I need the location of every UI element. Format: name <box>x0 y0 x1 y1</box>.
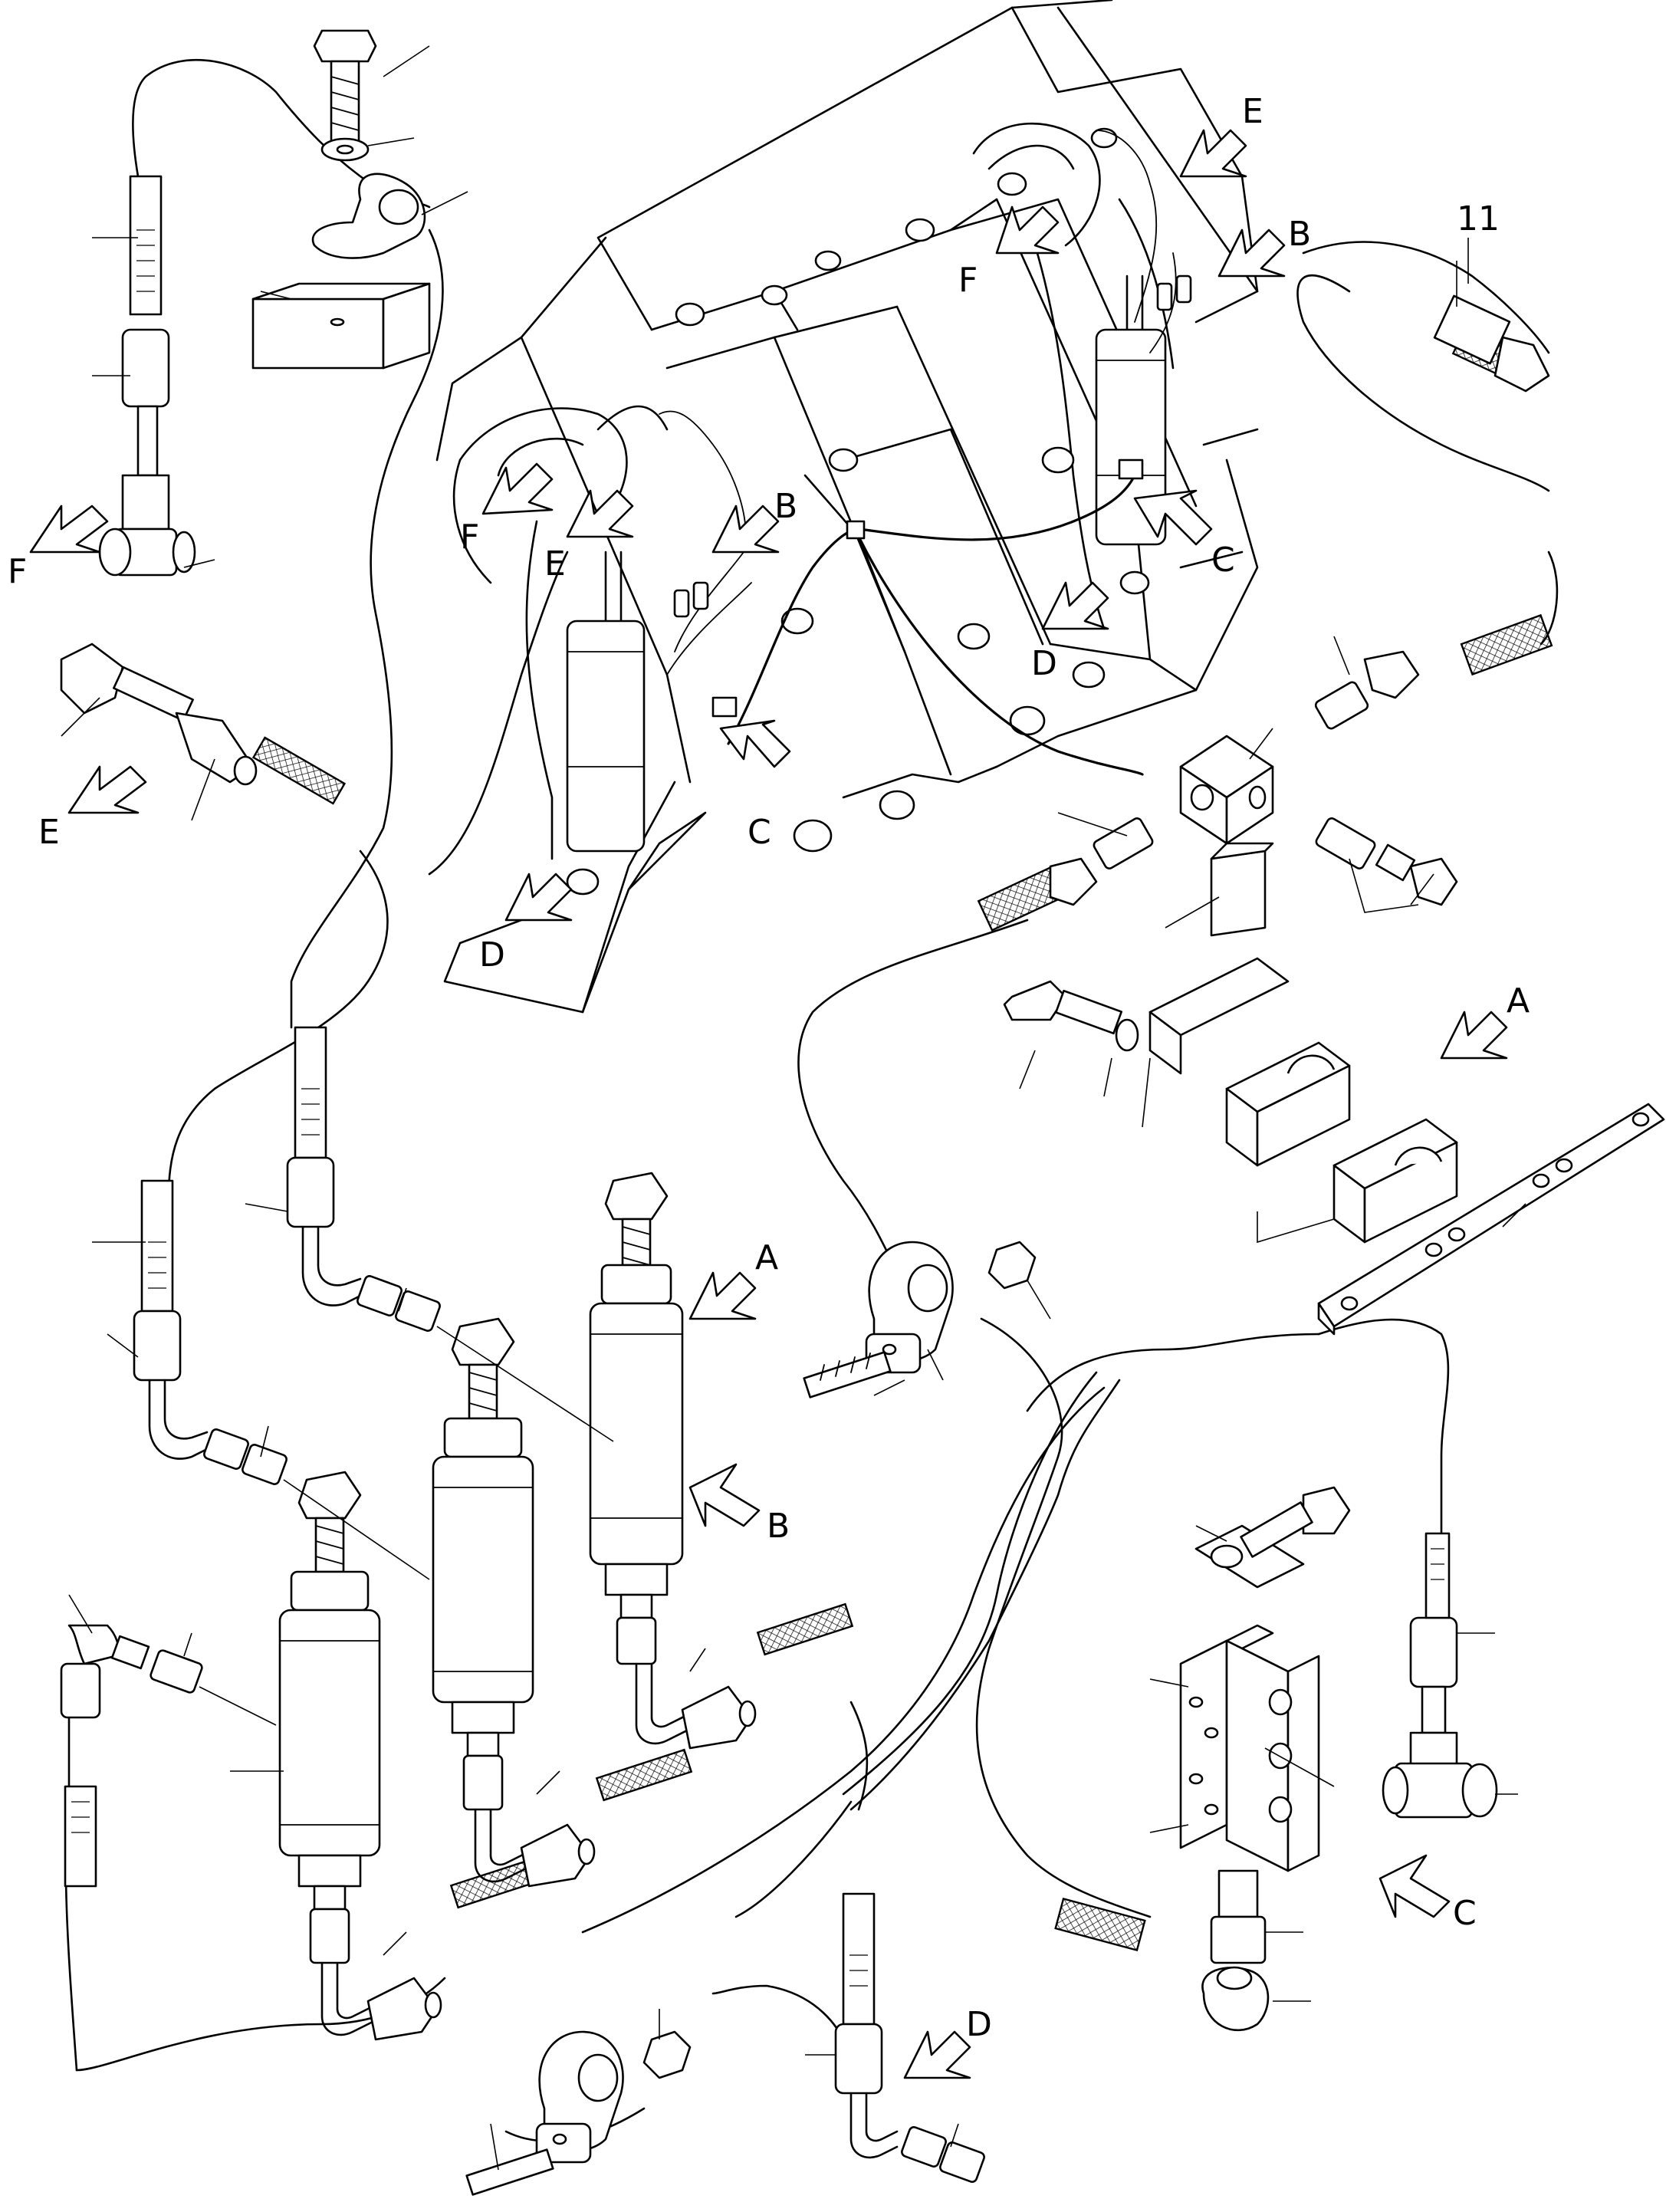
arrow-c-frame <box>719 719 791 768</box>
elbow-fitting-d <box>805 1892 985 2183</box>
arrow-f-right <box>995 205 1060 255</box>
label-e-right: E <box>1242 92 1263 131</box>
label-b-accum: B <box>767 1507 790 1546</box>
label-d-right: D <box>1031 644 1057 683</box>
hose-clamp-bottom <box>465 2009 692 2196</box>
label-c-right: C <box>1211 541 1235 580</box>
label-e-left: E <box>38 813 60 852</box>
hose-elbow-lower <box>60 1594 284 1888</box>
wire-harness <box>659 130 1192 776</box>
label-f-right: F <box>958 261 978 300</box>
label-f-frame: F <box>460 518 479 557</box>
frame-cylinder-left <box>566 551 646 853</box>
arrow-b-accum <box>688 1463 761 1527</box>
arrow-c-bottom <box>1378 1854 1451 1918</box>
tee-fitting-f <box>92 175 215 577</box>
arrow-e-right <box>1179 129 1247 178</box>
callout-arrows <box>29 129 1508 2079</box>
accumulator-1 <box>589 1172 684 1665</box>
hose-fitting-11 <box>1433 261 1550 393</box>
arrow-e-left <box>67 765 147 814</box>
label-e-frame: E <box>544 544 566 583</box>
callout-labels: 11 F E F E B C D F E B C D A A B C D <box>8 92 1530 2044</box>
arrow-f-left <box>29 505 109 554</box>
accumulator-3 <box>278 1471 381 1964</box>
label-a-accum: A <box>755 1238 778 1277</box>
frame-cylinder-right <box>1095 274 1167 546</box>
hose-elbow-upper <box>245 1026 614 1442</box>
arrow-d-bottom <box>903 2030 971 2079</box>
arrow-d-frame <box>504 873 573 922</box>
arrow-d-right <box>1041 581 1109 630</box>
accumulator-2 <box>432 1317 534 1811</box>
label-b-right: B <box>1288 215 1311 254</box>
hose-elbow-middle <box>92 1179 430 1580</box>
arrow-a-accum <box>688 1271 757 1320</box>
label-c-frame: C <box>748 813 771 852</box>
label-f-left: F <box>8 552 27 591</box>
label-d-bottom: D <box>966 2005 992 2044</box>
clamp-assembly-top <box>251 29 468 370</box>
arrow-b-right <box>1217 228 1286 278</box>
frame-assembly <box>428 0 1259 1014</box>
manifold-block <box>1049 636 1458 937</box>
arrow-f-frame <box>481 462 554 515</box>
label-a-right: A <box>1507 981 1530 1021</box>
label-d-frame: D <box>479 935 505 975</box>
arrow-a-right <box>1440 1011 1508 1060</box>
clamp-plates-a <box>1003 957 1665 1336</box>
frame-lugs <box>566 127 1150 896</box>
hose-clamp-center <box>803 1241 1051 1399</box>
elbow-fittings <box>320 1648 757 2041</box>
arrow-e-frame <box>566 489 634 538</box>
label-b-frame: B <box>774 487 797 526</box>
arrow-b-frame <box>711 505 780 554</box>
valve-block-c <box>1149 1486 1518 2032</box>
label-part-11: 11 <box>1457 199 1500 238</box>
label-c-bottom: C <box>1453 1894 1477 1933</box>
arrow-c-right <box>1133 489 1213 546</box>
fitting-e <box>60 643 258 821</box>
